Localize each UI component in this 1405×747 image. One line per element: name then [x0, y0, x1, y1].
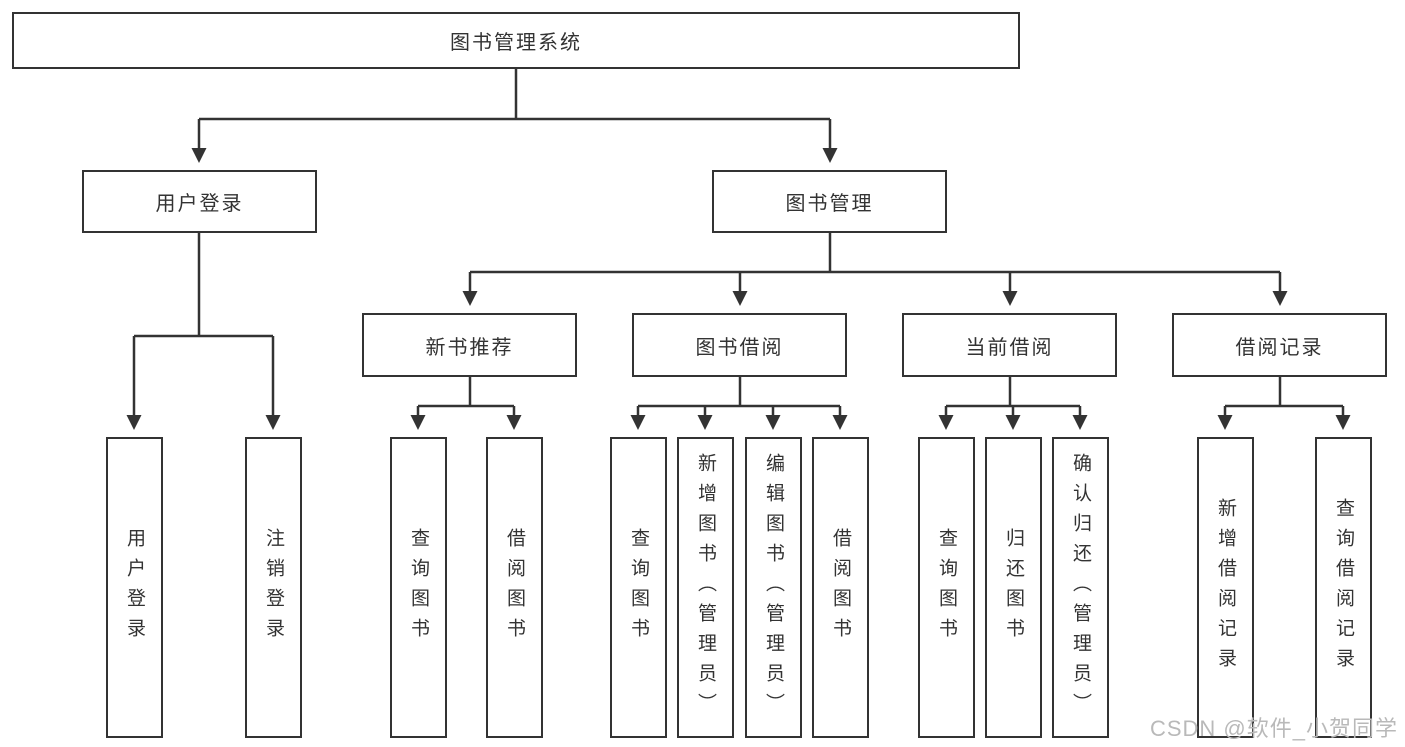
node-label: 新增图书（管理员） [695, 452, 716, 723]
node-label: 查询图书 [936, 527, 957, 648]
node-label: 用户登录 [155, 193, 244, 215]
leaf-query-books-1: 查询图书 [390, 437, 447, 738]
node-current-borrow: 当前借阅 [902, 313, 1117, 377]
leaf-confirm-return-admin: 确认归还（管理员） [1052, 437, 1109, 738]
leaf-add-borrow-record: 新增借阅记录 [1197, 437, 1254, 738]
leaf-query-books-2: 查询图书 [610, 437, 667, 738]
node-label: 用户登录 [124, 527, 145, 648]
node-label: 查询借阅记录 [1333, 497, 1354, 678]
node-book-management: 图书管理 [712, 170, 947, 233]
leaf-borrow-books-2: 借阅图书 [812, 437, 869, 738]
watermark: CSDN @软件_小贺同学 [1149, 716, 1398, 741]
node-borrow-records: 借阅记录 [1172, 313, 1387, 377]
node-root: 图书管理系统 [12, 12, 1020, 69]
node-label: 新书推荐 [425, 336, 514, 359]
node-book-borrow: 图书借阅 [632, 313, 847, 377]
node-label: 归还图书 [1003, 527, 1024, 648]
node-label: 当前借阅 [965, 336, 1054, 359]
node-label: 借阅图书 [504, 527, 525, 648]
node-label: 图书借阅 [695, 336, 784, 359]
node-label: 注销登录 [263, 527, 284, 648]
node-label: 新增借阅记录 [1215, 497, 1236, 678]
node-label: 查询图书 [408, 527, 429, 648]
node-label: 借阅记录 [1235, 336, 1324, 359]
leaf-return-books: 归还图书 [985, 437, 1042, 738]
node-label: 查询图书 [628, 527, 649, 648]
leaf-query-books-3: 查询图书 [918, 437, 975, 738]
node-label: 图书管理系统 [450, 32, 582, 54]
leaf-user-login: 用户登录 [106, 437, 163, 738]
leaf-edit-book-admin: 编辑图书（管理员） [745, 437, 802, 738]
leaf-logout: 注销登录 [245, 437, 302, 738]
node-label: 编辑图书（管理员） [763, 452, 784, 723]
node-label: 借阅图书 [830, 527, 851, 648]
node-label: 图书管理 [785, 193, 874, 215]
node-label: 确认归还（管理员） [1070, 452, 1091, 723]
leaf-query-borrow-record: 查询借阅记录 [1315, 437, 1372, 738]
leaf-add-book-admin: 新增图书（管理员） [677, 437, 734, 738]
leaf-borrow-books-1: 借阅图书 [486, 437, 543, 738]
node-user-login: 用户登录 [82, 170, 317, 233]
node-new-book-recommend: 新书推荐 [362, 313, 577, 377]
